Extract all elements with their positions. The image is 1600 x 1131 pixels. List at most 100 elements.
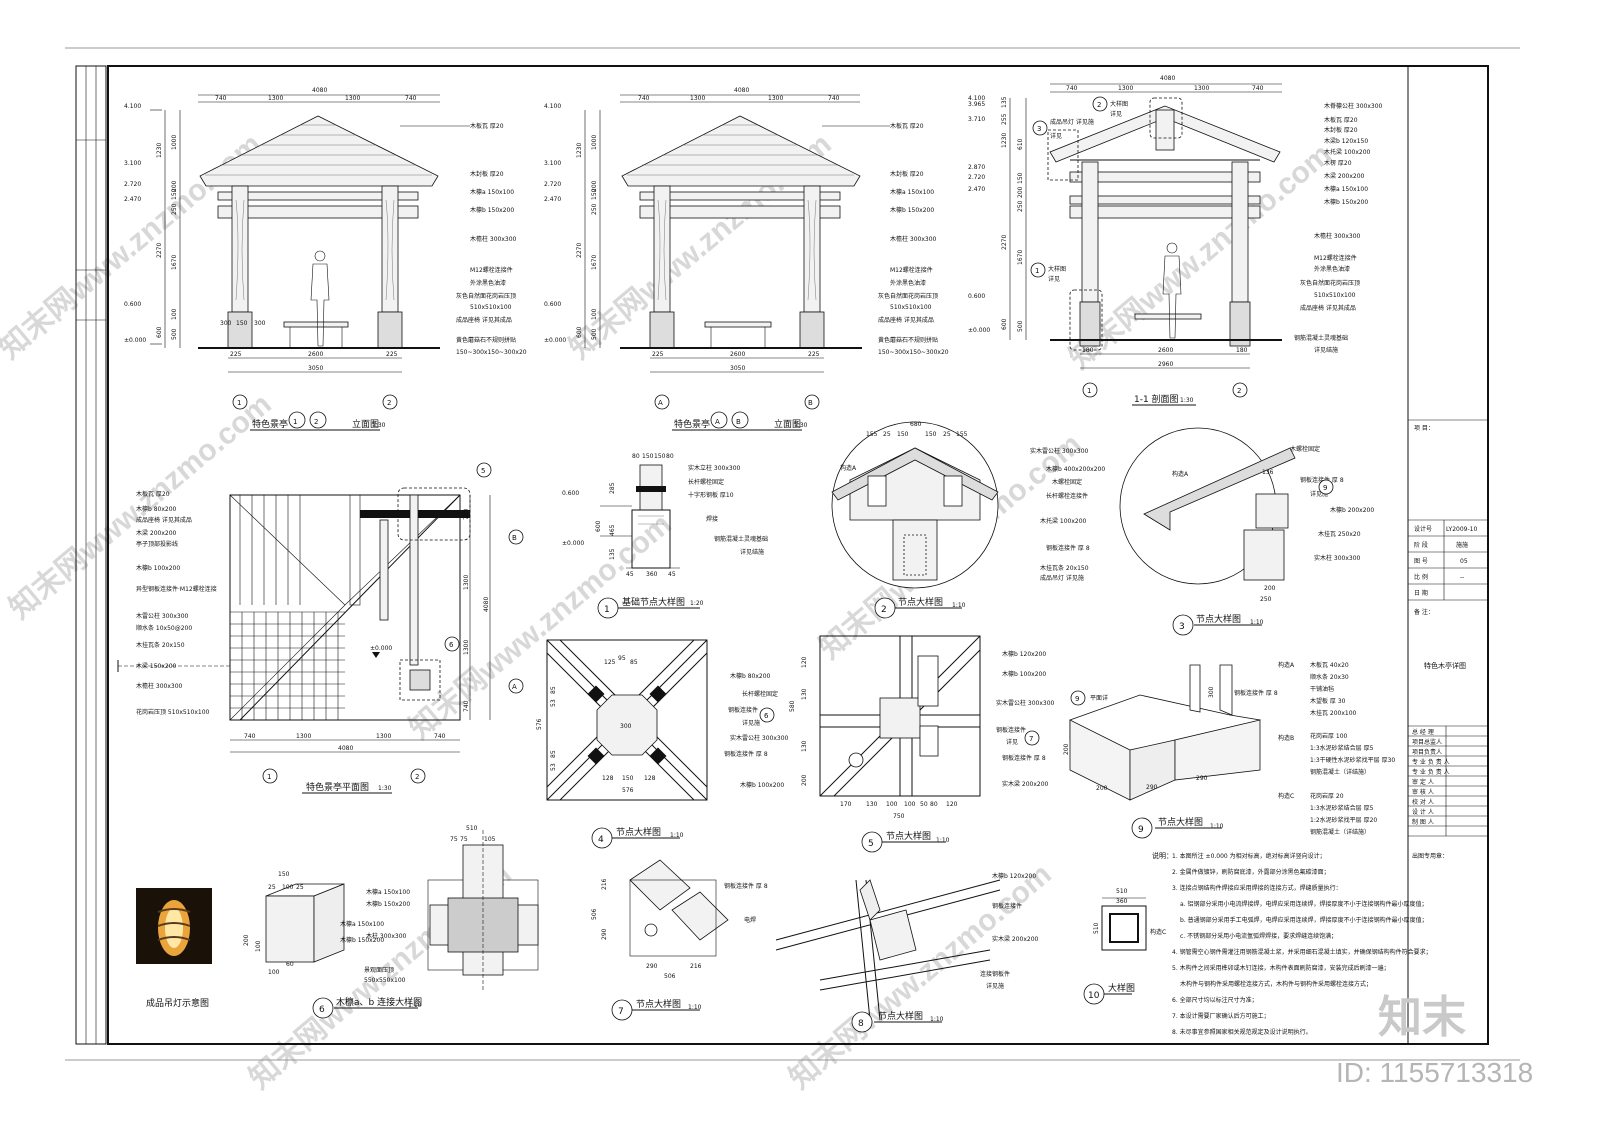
svg-text:木挂瓦条 20x150: 木挂瓦条 20x150	[136, 641, 185, 649]
svg-text:225: 225	[652, 351, 664, 358]
svg-text:节点大样图: 节点大样图	[898, 596, 943, 608]
svg-text:2: 2	[314, 418, 318, 426]
svg-text:3.710: 3.710	[968, 116, 985, 123]
svg-text:知末: 知末	[1378, 992, 1466, 1043]
svg-text:100: 100	[268, 969, 280, 976]
dims-top-sub: 155 25 150 150 25 155	[866, 431, 968, 438]
svg-text:2. 金属件做镀锌，刷防腐底漆，外露部分涂黑色氟碳漆面；: 2. 金属件做镀锌，刷防腐底漆，外露部分涂黑色氟碳漆面；	[1172, 868, 1330, 876]
svg-text:290: 290	[646, 963, 658, 970]
roof-outline	[229, 494, 461, 721]
svg-text:木檩b 150x200: 木檩b 150x200	[890, 206, 934, 214]
svg-text:图 号: 图 号	[1414, 558, 1428, 565]
roof	[199, 115, 439, 187]
level: 4.100	[124, 103, 141, 110]
svg-text:300: 300	[620, 723, 632, 730]
svg-text:项 目：: 项 目：	[1414, 425, 1434, 432]
detail-3: 构造A 木螺栓固定 钢板连接件 厚 8 详见施 木檩b 200x200 木挂瓦 …	[1119, 427, 1374, 636]
svg-text:外涂黑色油漆: 外涂黑色油漆	[470, 279, 506, 287]
elevation-1: 4080 740 1300 1300 740 4.100 3.100 2.720…	[124, 87, 527, 431]
drawing-name: 特色木亭详图	[1424, 661, 1466, 670]
svg-text:外涂黑色油漆: 外涂黑色油漆	[890, 279, 926, 287]
base-right	[377, 311, 403, 349]
svg-text:200: 200	[1264, 585, 1276, 592]
svg-text:木檩b 120x200: 木檩b 120x200	[1002, 650, 1046, 658]
svg-text:木檩b 150x200: 木檩b 150x200	[470, 206, 514, 214]
svg-text:100: 100	[591, 308, 598, 320]
id-label: ID: 1155713318	[1336, 1057, 1533, 1088]
svg-text:出图专用章：: 出图专用章：	[1412, 852, 1448, 860]
svg-text:1230: 1230	[576, 143, 583, 158]
svg-text:长杆螺栓固定: 长杆螺栓固定	[688, 478, 724, 486]
svg-text:木檐柱 300x300: 木檐柱 300x300	[470, 235, 517, 243]
axis-markers: 1 2	[232, 394, 398, 410]
svg-text:施施: 施施	[1456, 541, 1468, 549]
svg-text:580: 580	[789, 700, 796, 712]
svg-text:钢板连接件: 钢板连接件	[728, 706, 758, 714]
svg-text:木檩b 200x200: 木檩b 200x200	[1330, 506, 1374, 514]
svg-text:成品座椅 详见其成品: 成品座椅 详见其成品	[1300, 304, 1356, 312]
svg-text:25: 25	[296, 884, 304, 891]
svg-text:构造C: 构造C	[1278, 792, 1294, 800]
svg-text:灰色自然面花岗岩压顶: 灰色自然面花岗岩压顶	[1300, 279, 1360, 287]
dimension-top: 4080 740 1300 1300 740	[1050, 75, 1282, 93]
svg-text:木挂瓦条 20x150: 木挂瓦条 20x150	[1040, 564, 1089, 572]
svg-text:B: B	[736, 418, 741, 426]
svg-text:木梁 200x200: 木梁 200x200	[1324, 172, 1365, 180]
svg-text:木板瓦 厚20: 木板瓦 厚20	[136, 490, 170, 498]
svg-text:600: 600	[1001, 318, 1008, 330]
svg-text:360: 360	[646, 571, 658, 578]
svg-text:53: 53	[550, 699, 557, 707]
svg-text:构造A: 构造A	[1172, 470, 1189, 478]
svg-text:A: A	[715, 418, 720, 426]
svg-text:成品座椅 详见其成品: 成品座椅 详见其成品	[136, 516, 192, 524]
svg-text:木檩a 150x100: 木檩a 150x100	[1324, 185, 1368, 193]
svg-text:2.470: 2.470	[544, 196, 561, 203]
svg-text:250: 250	[591, 203, 598, 215]
svg-text:1:10: 1:10	[408, 1002, 422, 1009]
svg-text:300: 300	[254, 320, 266, 327]
svg-text:木封板 厚20: 木封板 厚20	[470, 170, 504, 178]
svg-text:±0.000: ±0.000	[968, 327, 990, 334]
svg-text:比 例: 比 例	[1414, 573, 1428, 581]
svg-text:510: 510	[1093, 922, 1100, 934]
svg-text:95: 95	[618, 655, 626, 662]
svg-text:250: 250	[1017, 200, 1024, 212]
svg-text:备 注：: 备 注：	[1414, 608, 1434, 616]
svg-text:木螺栓固定: 木螺栓固定	[1290, 445, 1320, 453]
svg-text:506: 506	[591, 908, 598, 920]
svg-text:8: 8	[858, 1019, 864, 1029]
svg-text:360: 360	[1116, 898, 1128, 905]
svg-text:150: 150	[171, 188, 178, 200]
dimension-top: 4080 740 1300 1300 740	[620, 87, 860, 103]
svg-text:木板瓦 厚20: 木板瓦 厚20	[470, 122, 504, 130]
svg-text:木檩b 150x200: 木檩b 150x200	[1324, 198, 1368, 206]
svg-text:1230: 1230	[156, 143, 163, 158]
svg-text:1: 1	[293, 418, 297, 426]
svg-text:大样图: 大样图	[1110, 100, 1128, 108]
svg-text:大样图: 大样图	[1048, 265, 1066, 273]
svg-text:顺水条 10x50@200: 顺水条 10x50@200	[136, 624, 192, 632]
svg-text:构造A: 构造A	[1278, 661, 1295, 669]
notes: 木檩b 120x200 钢板连接件 实木梁 200x200 连接钢板件 详见施	[980, 872, 1039, 990]
elevation-2: 4080 740 1300 1300 740 4.100 3.100 2.720…	[544, 87, 949, 431]
detail-7: 216 506 290 290 216 506 钢板连接件 厚 8 电焊 7 节…	[591, 859, 768, 1021]
svg-text:1:20: 1:20	[690, 600, 704, 607]
construction-c: 构造C 花岗岩厚 20 1:3水泥砂浆结合层 厚5 1:2水泥砂浆找平层 厚20…	[1278, 792, 1377, 836]
person-figure	[1162, 242, 1182, 339]
svg-text:510x510x100: 510x510x100	[1314, 292, 1356, 299]
svg-text:1: 1	[237, 399, 241, 407]
svg-text:4.100: 4.100	[968, 95, 985, 102]
svg-text:200: 200	[1063, 743, 1070, 755]
svg-text:木挂瓦 200x100: 木挂瓦 200x100	[1310, 709, 1357, 717]
svg-text:木托梁 100x200: 木托梁 100x200	[1324, 148, 1371, 156]
svg-text:510x510x100: 510x510x100	[890, 304, 932, 311]
svg-text:特色景亭: 特色景亭	[674, 418, 710, 430]
svg-text:7: 7	[618, 1007, 624, 1017]
svg-text:4.100: 4.100	[544, 103, 561, 110]
svg-text:1:30: 1:30	[378, 785, 392, 792]
dims-left: 120 130 580 130 200	[789, 656, 808, 786]
svg-text:85: 85	[630, 659, 638, 666]
svg-text:木檩a、b 连接大样图: 木檩a、b 连接大样图	[336, 996, 422, 1008]
svg-text:钢筋混凝土灵魂基础: 钢筋混凝土灵魂基础	[1294, 334, 1348, 342]
svg-text:2960: 2960	[1158, 361, 1173, 368]
